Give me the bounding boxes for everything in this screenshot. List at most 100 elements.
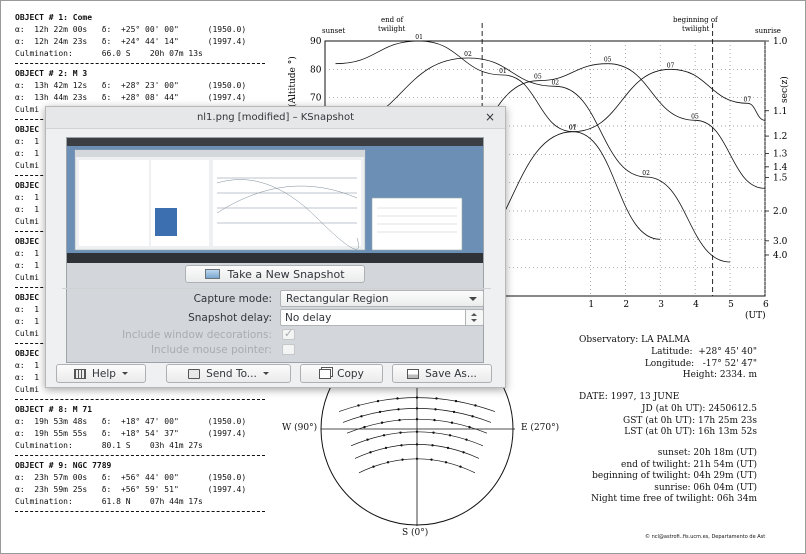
end-twilight-label-2: twilight: [378, 25, 406, 33]
object-coords-1950: α: 1: [15, 361, 40, 370]
curve-label: 02: [642, 170, 650, 177]
curve-label: 07: [744, 96, 752, 103]
object-culmination: Culmi: [15, 329, 40, 338]
y-tick-label: 80: [310, 65, 322, 75]
sunrise-label: sunrise: [755, 27, 781, 35]
chevron-down-icon: [262, 372, 269, 375]
object-coords-1950: α: 12h 22m 00s δ: +25° 00' 00" (1950.0): [15, 25, 247, 34]
sky-track-point: [399, 431, 402, 434]
height: Height: 2334. m: [682, 370, 757, 380]
spin-up-icon[interactable]: [471, 313, 477, 316]
sky-track-point: [454, 399, 458, 403]
sky-track-point: [462, 451, 465, 454]
y-tick-label: 70: [310, 94, 322, 104]
object-coords-1997: α: 12h 24m 23s δ: +24° 44' 14" (1997.4): [15, 37, 247, 46]
sky-track-point: [384, 446, 388, 450]
sky-track-point: [459, 465, 462, 468]
object-coords-1997: α: 1: [15, 373, 40, 382]
sky-track-point: [465, 438, 468, 441]
x-tick-label: 6: [763, 300, 769, 310]
curve-label: 07: [569, 125, 577, 132]
capture-mode-value: Rectangular Region: [286, 293, 389, 305]
object-coords-1997: α: 1: [15, 149, 40, 158]
object-coords-1950: α: 1: [15, 137, 40, 146]
object-header: OBJEC: [15, 293, 40, 302]
sky-track-point: [450, 421, 454, 424]
curve-label: 01: [499, 68, 507, 75]
mouse-pointer-checkbox[interactable]: [282, 344, 295, 355]
date-line: DATE: 1997, 13 JUNE: [579, 392, 679, 404]
object-culmination: Culmination: 66.0 S 20h 07m 13s: [15, 49, 203, 58]
sky-track-point: [444, 461, 448, 464]
help-button[interactable]: Help: [56, 364, 146, 383]
send-to-label: Send To...: [206, 367, 257, 380]
sky-track-point: [435, 397, 438, 400]
object-coords-1950: α: 23h 57m 00s δ: +56° 44' 00" (1950.0): [15, 473, 247, 482]
divider: [62, 288, 491, 289]
object-culmination: Culmination: 61.8 N 07h 44m 17s: [15, 497, 203, 506]
date-details: JD (at 0h UT): 2450612.5 GST (at 0h UT):…: [561, 404, 757, 439]
event-sunrise: sunrise: 06h 04m (UT): [654, 482, 757, 493]
copy-button[interactable]: Copy: [300, 364, 383, 383]
object-coords-1950: α: 13h 42m 12s δ: +28° 23' 00" (1950.0): [15, 81, 247, 90]
y2-tick-label: 3.0: [773, 237, 788, 247]
save-as-button[interactable]: Save As...: [392, 364, 492, 383]
object-culmination: Culmination: 80.1 S 03h 41m 27s: [15, 441, 203, 450]
object-header: OBJECT # 9: NGC 7789: [15, 461, 112, 470]
capture-mode-label: Capture mode:: [193, 293, 272, 305]
sky-track-point: [446, 446, 450, 450]
spin-down-icon[interactable]: [471, 319, 477, 322]
sky-track-point: [415, 443, 419, 446]
curve-label: 05: [604, 57, 612, 64]
object-coords-1997: α: 1: [15, 261, 40, 270]
sky-track-point: [386, 461, 390, 464]
altitude-curve: [335, 40, 661, 240]
gst: GST (at 0h UT): 17h 25m 23s: [623, 415, 757, 426]
compass-west: W (90°): [282, 423, 318, 433]
sky-track-point: [415, 407, 419, 410]
object-header: OBJEC: [15, 237, 40, 246]
y2-tick-label: 1.1: [773, 107, 787, 117]
x-axis-unit: (UT): [745, 310, 766, 321]
title-bar[interactable]: nl1.png [modified] – KSnapshot ×: [46, 107, 505, 129]
send-to-button[interactable]: Send To...: [166, 364, 291, 383]
help-label: Help: [92, 367, 116, 380]
curve-label: 01: [415, 34, 423, 41]
object-coords-1997: α: 13h 44m 23s δ: +28° 08' 44" (1997.4): [15, 93, 247, 102]
begin-twilight-label-2: twilight: [682, 25, 710, 33]
event-night-free: Night time free of twilight: 06h 34m: [591, 494, 757, 504]
sky-track-point: [448, 434, 452, 437]
julian-date: JD (at 0h UT): 2450612.5: [641, 404, 757, 414]
begin-twilight-label-1: beginning of: [673, 16, 719, 24]
close-icon[interactable]: ×: [484, 110, 495, 124]
sun-events: sunset: 20h 18m (UT) end of twilight: 21…: [541, 448, 757, 506]
credit-line: © ncl@astrofi..fis.ucm.es, Departamento …: [645, 534, 766, 540]
observatory-name: Observatory: LA PALMA: [579, 335, 690, 347]
delay-spinner[interactable]: [466, 309, 484, 326]
sky-track-point: [376, 399, 380, 403]
snapshot-delay-field[interactable]: No delay: [280, 309, 466, 326]
sky-track-point: [366, 438, 369, 441]
snapshot-preview[interactable]: [66, 137, 484, 363]
new-snapshot-button[interactable]: Take a New Snapshot: [185, 265, 365, 283]
object-culmination: Culmi: [15, 217, 40, 226]
object-coords-1950: α: 1: [15, 305, 40, 314]
y2-tick-label: 1.4: [773, 163, 788, 173]
save-as-label: Save As...: [425, 367, 477, 380]
object-separator: [15, 455, 265, 456]
lst: LST (at 0h UT): 16h 13m 52s: [624, 427, 757, 437]
capture-mode-select[interactable]: Rectangular Region: [280, 290, 484, 307]
sky-track-point: [360, 415, 363, 418]
object-block: OBJECT # 9: NGC 7789 α: 23h 57m 00s δ: +5…: [15, 460, 277, 512]
sky-track-point: [369, 451, 372, 454]
window-decorations-checkbox[interactable]: [282, 327, 295, 340]
sky-track-point: [380, 421, 384, 424]
save-icon: [407, 368, 420, 379]
window-title: nl1.png [modified] – KSnapshot: [196, 112, 355, 123]
curve-label: 01: [569, 125, 577, 132]
latitude: Latitude: +28° 45' 40": [651, 347, 757, 357]
curve-label: 05: [691, 113, 699, 120]
compass-east: E (270°): [521, 423, 560, 433]
